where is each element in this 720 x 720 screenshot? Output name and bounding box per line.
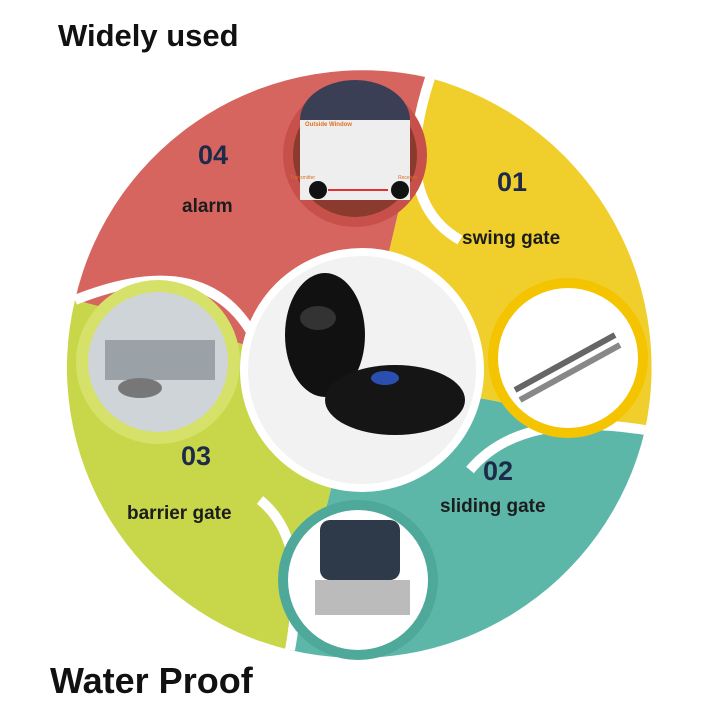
sensor-product-icon	[285, 273, 465, 435]
segment-04-number: 04	[198, 140, 229, 170]
barrier-gate-photo	[76, 280, 240, 444]
alarm-caption-left: Transmitter	[290, 175, 316, 181]
sliding-gate-photo	[278, 500, 438, 660]
segment-01-label: swing gate	[462, 228, 561, 249]
alarm-caption-top: Outside Window	[305, 122, 352, 128]
segment-02-label: sliding gate	[440, 496, 546, 517]
alarm-photo	[283, 80, 427, 227]
segment-03-number: 03	[181, 441, 212, 471]
segment-02-number: 02	[483, 456, 514, 486]
segment-03-label: barrier gate	[127, 503, 232, 524]
header-title: Widely used	[58, 18, 239, 53]
segment-01-number: 01	[497, 167, 528, 197]
swing-gate-photo	[488, 278, 648, 438]
segment-04-label: alarm	[182, 196, 233, 217]
footer-title: Water Proof	[50, 660, 253, 701]
alarm-caption-right: Receiver	[398, 175, 418, 181]
